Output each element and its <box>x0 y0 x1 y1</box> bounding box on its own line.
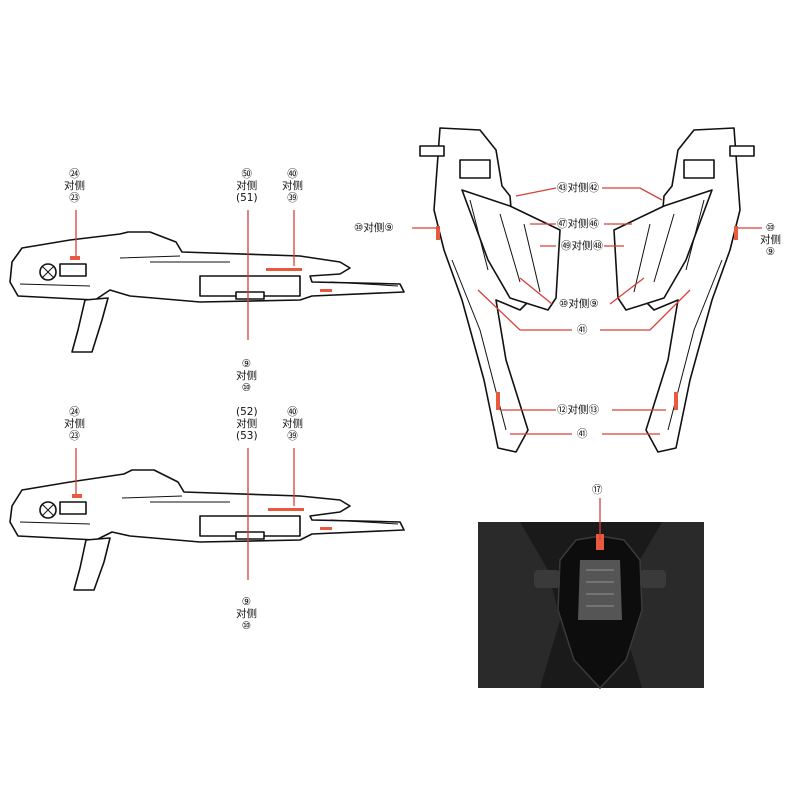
label-num: (53) <box>236 430 258 442</box>
label-num: ㉓ <box>69 430 80 442</box>
label-rifle-top-mid: ㊿ 对侧 (51) <box>236 168 258 204</box>
label-side: 对侧 <box>236 180 258 192</box>
label-num: ㊿ <box>241 168 253 180</box>
label-rifle-bottom-mid: (52) 对侧 (53) <box>236 406 258 442</box>
label-rifle-bottom-left: ㉔ 对侧 ㉓ <box>64 406 85 442</box>
label-num: ㊶ <box>577 324 588 336</box>
label-wing-c3: ㊾对侧㊽ <box>561 240 603 252</box>
label-photo: ⑰ <box>592 484 603 496</box>
label-wing-c4: ⑩对侧⑨ <box>559 298 599 310</box>
label-num: ⑨ <box>241 358 252 370</box>
label-side: 对侧 <box>571 240 593 252</box>
label-wing-c2: ㊼对侧㊻ <box>557 218 599 230</box>
label-num: ⑩ <box>354 222 364 234</box>
label-num: ㊵ <box>287 406 298 418</box>
label-wing-right-outer: ⑩ 对侧 ⑨ <box>760 222 781 258</box>
label-num: (52) <box>236 406 258 418</box>
label-wing-left-outer: ⑩对侧⑨ <box>354 222 394 234</box>
label-wing-c5: ㊶ <box>577 324 588 336</box>
label-side: 对侧 <box>236 370 257 382</box>
label-wing-c7: ㊶ <box>577 428 588 440</box>
label-num: ㊷ <box>588 182 600 194</box>
label-num: ㊼ <box>557 218 568 230</box>
label-side: 对侧 <box>64 180 85 192</box>
label-side: 对侧 <box>567 404 589 416</box>
label-num: (51) <box>236 192 258 204</box>
label-wing-c1: ㊸对侧㊷ <box>557 182 599 194</box>
label-side: 对侧 <box>568 298 590 310</box>
label-num: ⑨ <box>589 298 599 310</box>
label-num: ⑩ <box>765 222 776 234</box>
label-rifle-bottom-bottom: ⑨ 对侧 ⑩ <box>236 596 257 632</box>
rifle-top <box>9 210 405 353</box>
label-num: ㊴ <box>287 192 298 204</box>
label-num: ⑫ <box>557 404 568 416</box>
label-side: 对侧 <box>236 418 258 430</box>
label-side: 对侧 <box>236 608 257 620</box>
photo-panel <box>478 498 704 690</box>
label-side: 对侧 <box>760 234 781 246</box>
label-num: ⑨ <box>765 246 776 258</box>
label-side: 对侧 <box>64 418 85 430</box>
label-num: ㉔ <box>69 168 80 180</box>
label-num: ㉔ <box>69 406 80 418</box>
label-rifle-top-left: ㉔ 对侧 ㉓ <box>64 168 85 204</box>
label-side: 对侧 <box>567 182 589 194</box>
label-num: ⑨ <box>241 596 252 608</box>
label-num: ⑩ <box>241 620 252 632</box>
label-num: ㊸ <box>557 182 568 194</box>
wings-diagram <box>412 127 762 453</box>
label-num: ㊻ <box>588 218 600 230</box>
label-num: ㊾ <box>561 240 572 252</box>
label-num: ㊶ <box>577 428 588 440</box>
label-side: 对侧 <box>363 222 385 234</box>
label-rifle-bottom-right: ㊵ 对侧 ㊴ <box>282 406 303 442</box>
label-num: ⑩ <box>241 382 252 394</box>
label-side: 对侧 <box>282 180 303 192</box>
label-num: ⑬ <box>588 404 600 416</box>
label-wing-c6: ⑫对侧⑬ <box>557 404 599 416</box>
label-side: 对侧 <box>282 418 303 430</box>
label-rifle-top-bottom: ⑨ 对侧 ⑩ <box>236 358 257 394</box>
label-num: ㉓ <box>69 192 80 204</box>
label-num: ㊵ <box>287 168 298 180</box>
label-num: ㊴ <box>287 430 298 442</box>
label-rifle-top-right: ㊵ 对侧 ㊴ <box>282 168 303 204</box>
rifle-bottom <box>9 448 405 591</box>
label-num: ⑰ <box>592 484 603 496</box>
label-num: ⑨ <box>384 222 394 234</box>
label-num: ㊽ <box>592 240 604 252</box>
label-num: ⑩ <box>559 298 569 310</box>
label-side: 对侧 <box>567 218 589 230</box>
